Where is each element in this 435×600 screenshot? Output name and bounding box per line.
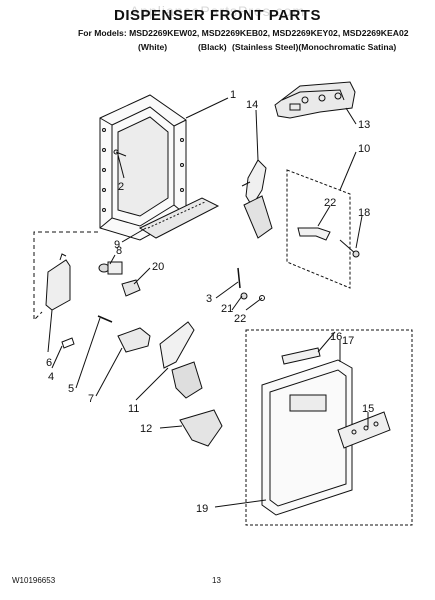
front-panel-part: [261, 359, 353, 516]
page-title: DISPENSER FRONT PARTS: [114, 7, 321, 24]
lever-kit-group-box: [286, 169, 351, 289]
motor-part: [98, 261, 123, 275]
color-black: (Black): [198, 42, 227, 52]
callout-label: 15: [362, 403, 374, 415]
clip-part: [240, 292, 248, 300]
screw-part: [339, 239, 360, 258]
models-line: For Models: MSD2269KEW02, MSD2269KEB02, …: [78, 28, 409, 38]
callout-label: 6: [46, 357, 52, 369]
actuator-lever-part: [241, 159, 273, 239]
callout-label: 7: [88, 393, 94, 405]
callout-label: 10: [358, 143, 370, 155]
housing-screw-part: [113, 149, 127, 157]
watermark-text: AppliancePartsPros.com: [129, 3, 306, 19]
callout-label: 16: [330, 331, 342, 343]
color-stainless-satina: (Stainless Steel)(Monochromatic Satina): [232, 42, 397, 52]
spring-part: [97, 315, 113, 323]
callout-label: 5: [68, 383, 74, 395]
cover-part: [121, 279, 141, 297]
callout-label: 8: [116, 245, 122, 257]
front-panel-group-box: [245, 329, 413, 526]
housing-frame-part: [99, 94, 187, 241]
trim-part: [281, 347, 321, 365]
callout-label: 9: [114, 239, 120, 251]
page-number: 13: [212, 576, 221, 585]
funnel-part: [179, 409, 223, 447]
color-white: (White): [138, 42, 168, 52]
callout-label: 13: [358, 119, 370, 131]
callout-label: 18: [358, 207, 370, 219]
callout-label: 2: [118, 181, 124, 193]
callout-label: 21: [221, 303, 233, 315]
callout-label: 17: [342, 335, 354, 347]
callout-label: 19: [196, 503, 208, 515]
switch-part: [61, 337, 75, 349]
bracket-part: [45, 259, 71, 311]
lever-part: [297, 227, 331, 241]
callout-label: 11: [128, 403, 139, 415]
control-label-part: [337, 411, 391, 449]
pin-part: [237, 267, 241, 289]
document-number: W10196653: [12, 576, 56, 585]
callout-label: 22: [234, 313, 246, 325]
drip-tray-part: [138, 197, 220, 239]
solenoid-part: [117, 327, 151, 353]
callout-label: 4: [48, 371, 54, 383]
paddle-arm-part: [159, 321, 203, 399]
callout-label: 22: [324, 197, 336, 209]
callout-label: 14: [246, 99, 258, 111]
control-module-part: [274, 81, 356, 119]
callout-label: 3: [206, 293, 212, 305]
callout-label: 12: [140, 423, 152, 435]
fastener-part: [259, 295, 265, 301]
callout-label: 1: [230, 89, 236, 101]
callout-label: 20: [152, 261, 164, 273]
